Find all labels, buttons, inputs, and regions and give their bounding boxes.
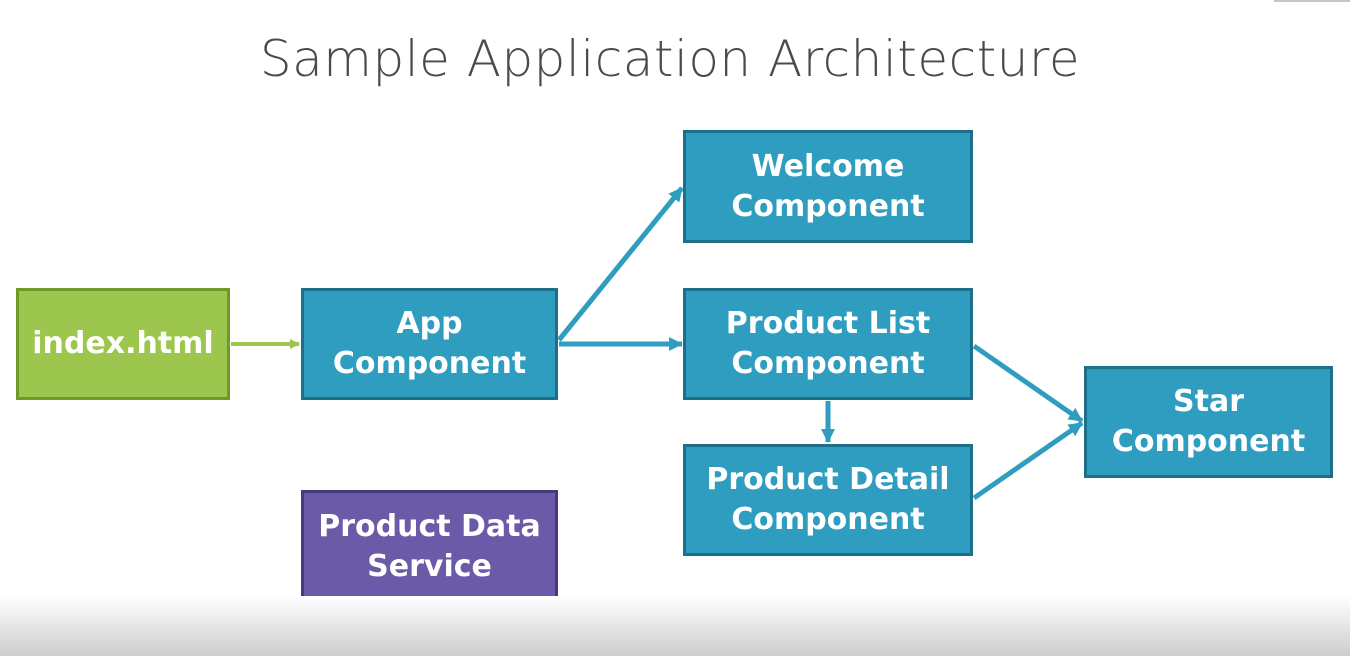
node-label: App bbox=[396, 306, 463, 341]
slide-title: Sample Application Architecture bbox=[259, 30, 1081, 88]
edge-product-detail-to-star bbox=[972, 420, 1084, 501]
edge-product-list-to-star bbox=[972, 343, 1084, 424]
node-welcome-component: Welcome Component bbox=[683, 130, 973, 243]
top-right-mark bbox=[1274, 0, 1350, 2]
node-label: Component bbox=[1111, 424, 1306, 459]
node-product-data-service: Product Data Service bbox=[301, 490, 558, 603]
node-label: Component bbox=[731, 346, 925, 381]
node-label: Product Data bbox=[318, 508, 541, 544]
edge-app-to-welcome bbox=[557, 186, 684, 342]
node-index-html: index.html bbox=[16, 288, 230, 400]
node-label: Welcome bbox=[751, 148, 905, 184]
node-product-list-component: Product List Component bbox=[683, 288, 973, 400]
bottom-shade bbox=[0, 596, 1350, 656]
node-label: Component bbox=[731, 502, 925, 537]
node-label: Service bbox=[367, 548, 492, 584]
node-label: index.html bbox=[32, 326, 214, 361]
node-app-component: App Component bbox=[301, 288, 558, 400]
node-label: Product List bbox=[725, 306, 931, 341]
node-label: Component bbox=[731, 188, 925, 224]
node-label: Star bbox=[1173, 384, 1244, 419]
node-star-component: Star Component bbox=[1084, 366, 1333, 478]
node-label: Product Detail bbox=[706, 462, 950, 497]
node-product-detail-component: Product Detail Component bbox=[683, 444, 973, 556]
node-label: Component bbox=[332, 346, 527, 381]
